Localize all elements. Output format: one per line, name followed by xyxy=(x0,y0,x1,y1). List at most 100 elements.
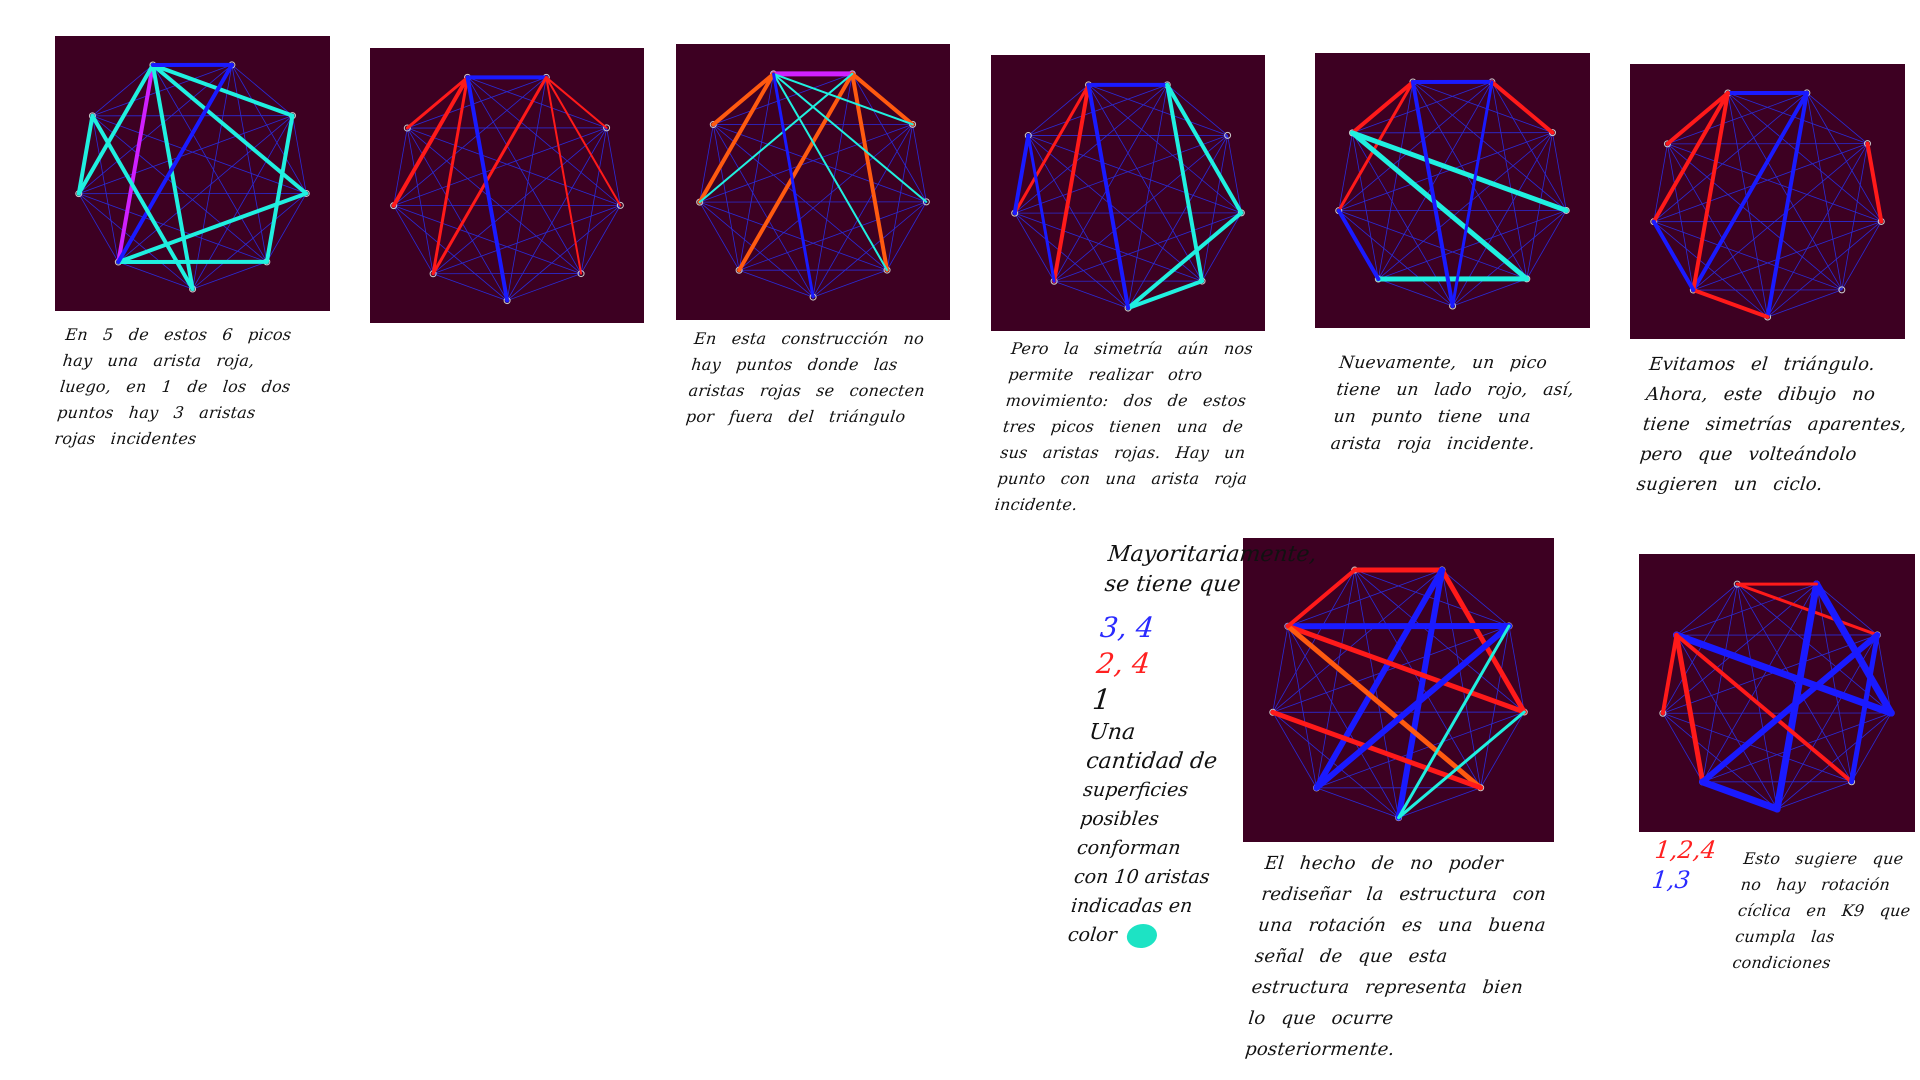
graph-edge xyxy=(1053,84,1168,282)
graph-edge xyxy=(393,205,508,301)
graph-edge xyxy=(1088,84,1229,136)
graph-edge xyxy=(1767,289,1843,318)
highlight-edge xyxy=(772,72,928,203)
graph-edge xyxy=(192,64,233,290)
highlight-edge xyxy=(1165,82,1244,215)
graph-edge xyxy=(1053,212,1242,282)
graph-edge xyxy=(506,127,608,301)
graph-edge xyxy=(1667,143,1694,291)
graph-edge xyxy=(1841,143,1868,291)
graph-edge xyxy=(1377,278,1454,307)
graph-edge xyxy=(1352,81,1493,134)
graph-edge xyxy=(467,76,608,129)
graph-edge xyxy=(1272,711,1400,819)
graph-vertex xyxy=(1838,286,1846,294)
graph-edge xyxy=(1526,210,1567,280)
graph-edge xyxy=(1053,134,1229,282)
highlight-edge xyxy=(431,75,470,276)
graph-edge xyxy=(1412,81,1567,211)
graph-edge xyxy=(1653,143,1668,223)
graph-edge xyxy=(1480,711,1525,789)
graph-edge xyxy=(393,76,547,206)
highlight-edge xyxy=(1285,568,1357,629)
graph-edge xyxy=(1702,583,1738,783)
legend-red: 1,2,4 xyxy=(1653,836,1718,864)
graph-edge xyxy=(1338,132,1553,212)
graph-edge xyxy=(699,201,814,298)
note-7: El hecho de no poder rediseñar la estruc… xyxy=(1244,853,1548,1060)
graph-edge xyxy=(1354,569,1525,713)
graph-panel-5 xyxy=(1315,53,1590,328)
graph-svg-2 xyxy=(390,73,624,305)
graph-edge xyxy=(1806,92,1843,291)
graph-edge xyxy=(1653,221,1769,318)
graph-edge xyxy=(1014,212,1129,309)
graph-edge xyxy=(1377,81,1493,280)
graph-edge xyxy=(1667,92,1808,145)
highlight-edge xyxy=(1395,566,1446,821)
graph-edge xyxy=(1736,583,1778,810)
graph-edge xyxy=(1316,569,1356,789)
side-value-black: 1 xyxy=(1091,683,1113,716)
graph-vertex xyxy=(922,198,930,206)
highlight-edge xyxy=(1439,567,1527,715)
graph-edge xyxy=(738,269,814,298)
graph-edge xyxy=(738,201,927,271)
highlight-edge xyxy=(1699,778,1781,813)
graph-edge xyxy=(606,127,621,206)
side-line-2: se tiene que xyxy=(1103,572,1242,597)
graph-edge xyxy=(1480,625,1510,789)
graph-edge xyxy=(1338,210,1454,307)
graph-edge xyxy=(406,127,621,206)
graph-edge xyxy=(192,193,307,290)
note-3: En esta construcción no hay puntos donde… xyxy=(684,329,926,426)
graph-edge xyxy=(467,76,582,274)
graph-edge xyxy=(1127,84,1168,309)
graph-edge xyxy=(1662,712,1778,810)
graph-edge xyxy=(1806,92,1882,222)
graph-edge xyxy=(1166,84,1229,136)
graph-panel-3 xyxy=(676,44,950,320)
graph-edge xyxy=(1452,278,1528,307)
graph-edge xyxy=(393,205,434,275)
graph-vertex xyxy=(603,124,611,132)
graph-edge xyxy=(1354,569,1400,819)
highlight-edge xyxy=(1651,219,1696,293)
graph-edge xyxy=(78,193,119,263)
highlight-edge xyxy=(545,76,583,275)
graph-edge xyxy=(1662,712,1703,783)
graph-edge xyxy=(432,127,608,275)
highlight-edge xyxy=(465,75,510,303)
graph-edge xyxy=(1491,81,1528,280)
side-text-6: color xyxy=(1066,921,1209,950)
highlight-edge xyxy=(1336,208,1381,282)
graph-edge xyxy=(1412,81,1528,280)
graph-edge xyxy=(1441,569,1482,789)
graph-edge xyxy=(1272,569,1356,713)
highlight-edge xyxy=(76,63,155,196)
highlight-edge xyxy=(1651,91,1730,224)
graph-edge xyxy=(393,127,408,206)
highlight-edge xyxy=(1313,623,1513,791)
graph-edge xyxy=(1692,143,1868,291)
graph-edge xyxy=(886,123,914,271)
highlight-edge xyxy=(1349,130,1530,282)
graph-edge xyxy=(1338,81,1493,212)
graph-edge xyxy=(1508,625,1525,713)
graph-edge xyxy=(812,123,914,298)
side-text-2: superficies xyxy=(1082,779,1190,801)
graph-panel-8 xyxy=(1639,554,1915,832)
graph-edge xyxy=(1667,143,1882,222)
graph-edge xyxy=(1027,84,1089,136)
highlight-edge xyxy=(1410,80,1455,308)
highlight-edge xyxy=(405,75,470,130)
side-text-5: indicadas en xyxy=(1069,895,1194,917)
graph-edge xyxy=(1441,569,1510,627)
graph-edge xyxy=(432,204,621,275)
graph-edge xyxy=(1806,92,1868,145)
graph-svg-7 xyxy=(1269,566,1528,822)
graph-edge xyxy=(699,123,914,203)
highlight-edge xyxy=(1691,91,1730,293)
highlight-edge xyxy=(116,191,309,265)
highlight-edge xyxy=(1489,79,1555,135)
